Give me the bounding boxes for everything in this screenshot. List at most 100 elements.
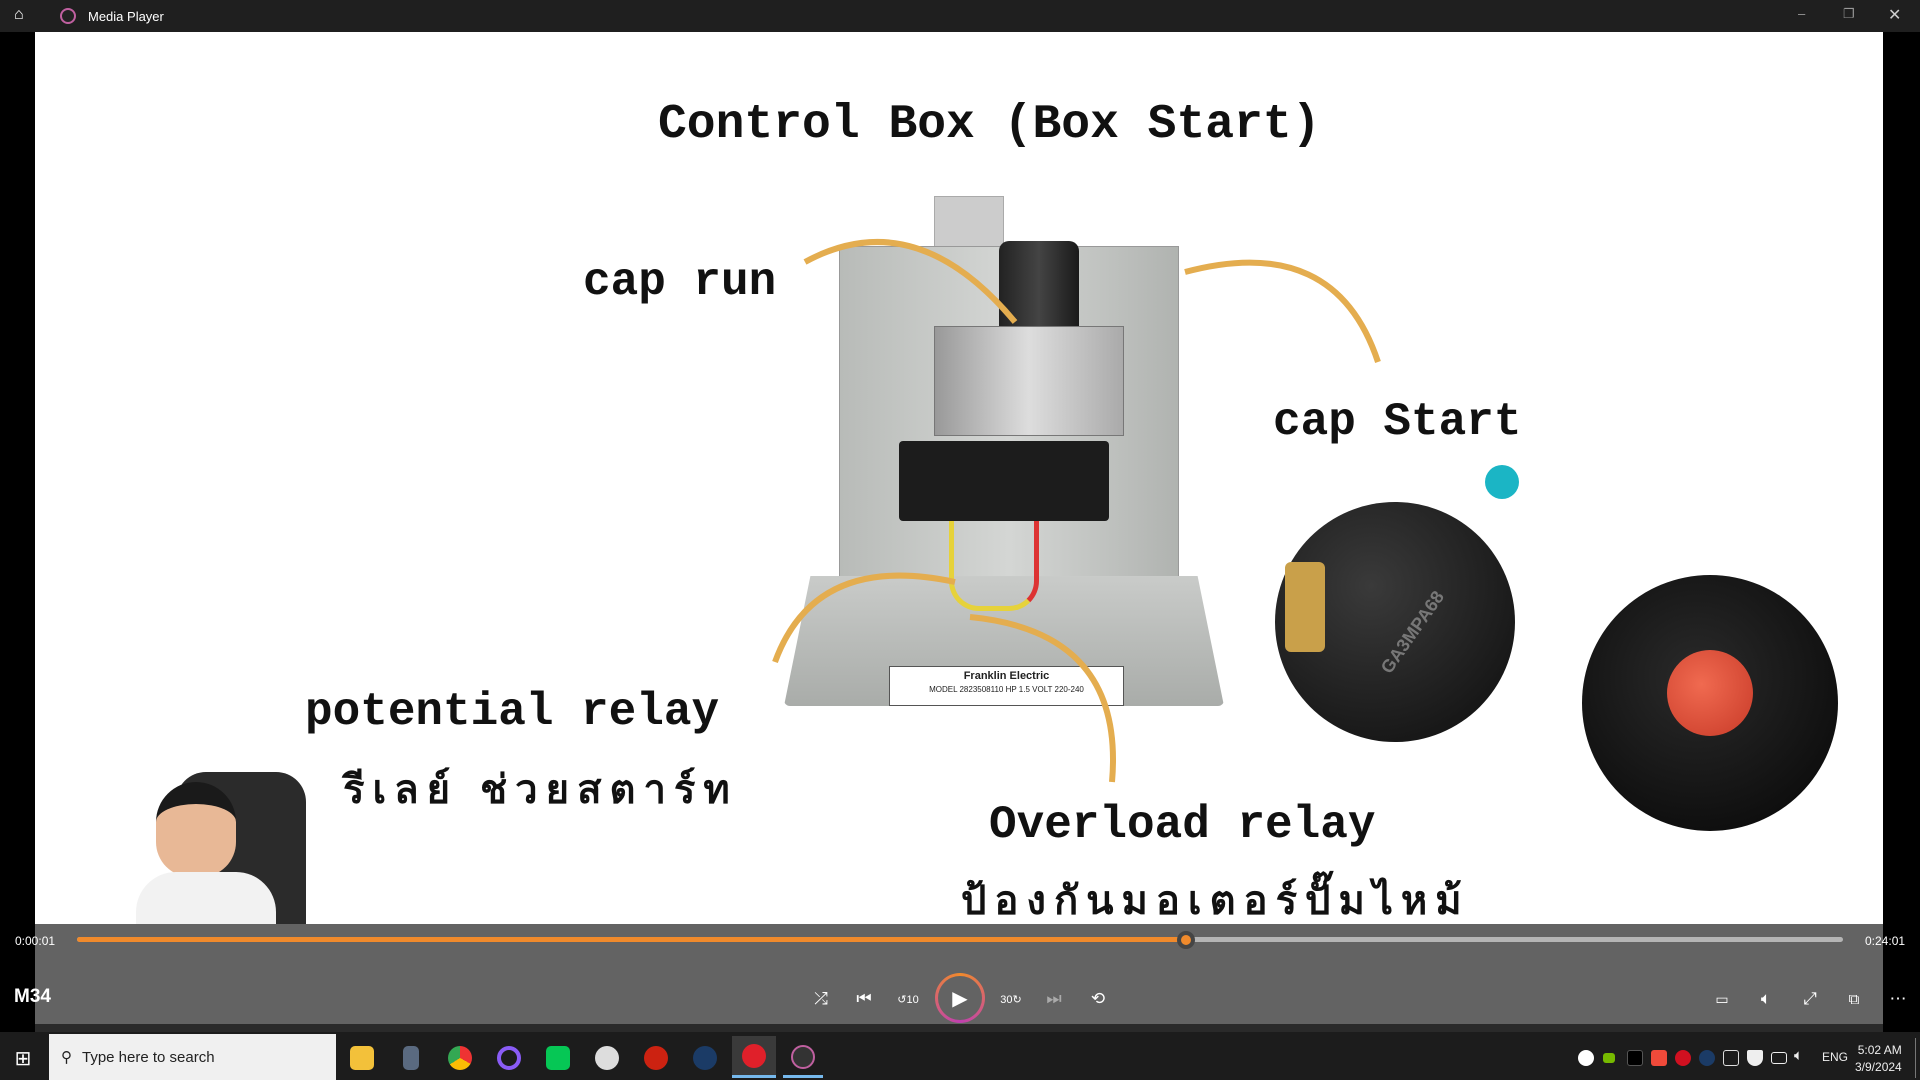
forward-30-button[interactable]: 30↻ [998,986,1024,1012]
taskbar-app-active[interactable] [732,1036,776,1078]
repeat-button[interactable]: ⟲ [1085,986,1111,1012]
more-options-button[interactable]: ⋯ [1885,986,1911,1012]
wires [949,521,1039,611]
relay-terminals [1285,562,1325,652]
video-area[interactable]: Control Box (Box Start) cap run cap Star… [35,32,1883,924]
media-player-icon [791,1044,815,1069]
arrow-cap-start [1184,259,1381,363]
circle-app-icon [497,1046,521,1070]
nvidia-tray-icon[interactable] [1603,1053,1615,1063]
media-title: M34 [14,986,51,1007]
app-tray-icon[interactable] [1651,1050,1667,1066]
network-tray-icon[interactable] [1771,1052,1787,1064]
current-time: 0:00:01 [15,934,56,948]
taskbar-chrome[interactable] [440,1038,480,1078]
xppen-tray-icon[interactable] [1627,1050,1643,1066]
taskbar-app-purple[interactable] [489,1038,529,1078]
run-capacitor [934,326,1124,436]
app-icon [60,8,76,24]
helmet-icon [595,1046,619,1070]
nameplate-brand: Franklin Electric [963,670,1050,682]
a-tray-icon[interactable] [1675,1050,1691,1066]
search-icon: ⚲ [61,1049,72,1066]
slide-title: Control Box (Box Start) [658,98,1321,152]
next-button[interactable]: ⏭ [1041,986,1067,1012]
miniplayer-button[interactable]: ⧉ [1841,986,1867,1012]
title-bar: ⌂ Media Player – ❐ ✕ [0,0,1920,32]
clock-time: 5:02 AM [1857,1043,1902,1057]
presenter-avatar [116,772,312,924]
volume-tray-icon[interactable]: 🔈︎ [1794,1047,1804,1064]
label-cap-start: cap Start [1273,396,1522,448]
label-overload-relay-thai: ป้องกันมอเตอร์ปั๊มไหม้ [961,878,1470,924]
folder-icon [350,1046,374,1070]
arrow-cap-run [803,239,1018,324]
security-tray-icon[interactable] [1747,1050,1763,1066]
cursor-highlight [1485,465,1519,499]
subtitles-button[interactable]: ▭ [1709,986,1735,1012]
calculator-icon [403,1046,419,1070]
red-app-icon [742,1043,766,1068]
play-button[interactable]: ▶ [935,973,985,1023]
total-time: 0:24:01 [1865,934,1906,948]
restore-button[interactable]: ❐ [1843,6,1855,21]
windows-icon: ⊞ [14,1047,32,1070]
window-title: Media Player [88,9,164,24]
clock-date: 3/9/2024 [1855,1060,1902,1074]
subtitles-icon: ▭ [1715,990,1729,1007]
taskbar-search[interactable]: ⚲ Type here to search [49,1034,336,1080]
clock[interactable]: 5:02 AM 3/9/2024 [1855,1042,1902,1076]
miniplayer-icon: ⧉ [1848,990,1860,1008]
fullscreen-button[interactable]: ⤢ [1797,986,1823,1012]
shuffle-icon: ⤮ [814,989,828,1008]
taskbar-app-helmet[interactable] [587,1038,627,1078]
terminal-block [899,441,1109,521]
volume-button[interactable]: 🔈︎ [1753,986,1779,1012]
home-icon[interactable]: ⌂ [14,6,24,23]
overload-relay-image [1582,575,1838,831]
label-overload-relay: Overload relay [989,799,1376,851]
previous-icon: ⏮ [856,989,872,1008]
shuffle-button[interactable]: ⤮ [808,986,834,1012]
taskbar-media-player[interactable] [783,1038,823,1078]
play-icon: ▶ [938,976,982,1020]
steam-icon [693,1046,717,1070]
taskbar-app-red[interactable] [636,1038,676,1078]
minimize-button[interactable]: – [1798,6,1806,21]
volume-icon: 🔈︎ [1760,989,1772,1008]
seek-bar-progress [77,937,1187,942]
line-icon [546,1046,570,1070]
arrow-overload-relay [969,614,1116,783]
taskbar-calculator[interactable] [391,1038,431,1078]
steam-tray-icon[interactable] [1699,1050,1715,1066]
previous-button[interactable]: ⏮ [851,986,877,1012]
seek-thumb[interactable] [1177,931,1196,949]
camera-tray-icon[interactable] [1723,1050,1739,1066]
close-button[interactable]: ✕ [1888,7,1902,24]
more-icon: ⋯ [1889,989,1907,1008]
show-desktop-button[interactable] [1915,1038,1916,1078]
rewind-10-icon: ↺10 [897,993,919,1006]
controls-bottom-edge [35,1024,1883,1032]
search-placeholder: Type here to search [82,1048,215,1066]
game-icon [644,1046,668,1070]
start-button[interactable]: ⊞ [3,1038,43,1078]
location-tray-icon[interactable] [1578,1050,1594,1066]
potential-relay-image: GA3MPA68 [1275,502,1515,742]
rewind-10-button[interactable]: ↺10 [895,986,921,1012]
taskbar-steam[interactable] [685,1038,725,1078]
nameplate-model: MODEL 2823508110 HP 1.5 VOLT 220-240 [929,685,1084,694]
fullscreen-icon: ⤢ [1803,989,1817,1008]
next-icon: ⏭ [1046,989,1062,1008]
repeat-off-icon: ⟲ [1090,989,1106,1008]
taskbar-line[interactable] [538,1038,578,1078]
arrow-potential-relay [772,572,956,664]
taskbar-file-explorer[interactable] [342,1038,382,1078]
forward-30-icon: 30↻ [1000,993,1022,1006]
label-potential-relay: potential relay [305,686,720,738]
label-potential-relay-thai: รีเลย์ ช่วยสตาร์ท [343,767,738,813]
chrome-icon [448,1046,472,1070]
reset-button-red [1667,650,1753,736]
arrows-overlay [772,239,1381,783]
language-indicator[interactable]: ENG [1822,1050,1849,1064]
